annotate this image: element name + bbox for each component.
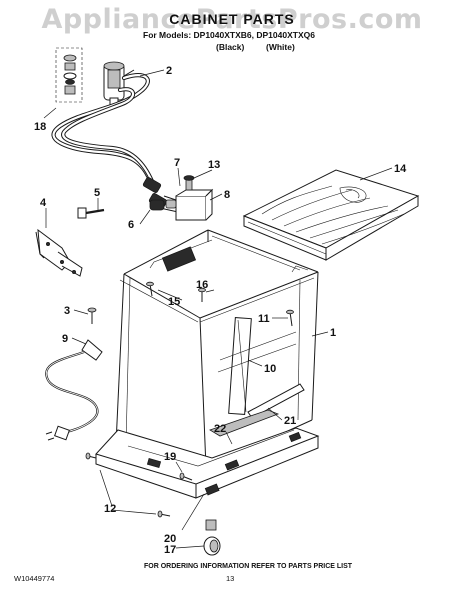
water-hoses <box>51 73 179 213</box>
doc-number: W10449774 <box>14 574 55 583</box>
screws <box>85 281 294 518</box>
caster-wheel <box>203 519 221 556</box>
color-black-label: (Black) <box>216 42 245 52</box>
cabinet-base <box>95 409 320 499</box>
callout-21: 21 <box>284 415 296 427</box>
callout-13: 13 <box>208 159 220 171</box>
watermark: AppliancePartsPros.com <box>41 4 423 35</box>
models-line: For Models: DP1040XTXB6, DP1040XTXQ6 <box>143 30 315 40</box>
callout-4: 4 <box>40 197 47 209</box>
faucet-adapter-parts <box>55 47 83 103</box>
callout-6: 6 <box>128 219 134 231</box>
hinge-bracket <box>35 228 83 277</box>
callout-3: 3 <box>64 305 70 317</box>
callout-2: 2 <box>166 65 172 77</box>
callout-9: 9 <box>62 333 68 345</box>
callout-11: 11 <box>258 313 270 325</box>
callout-20: 20 <box>164 533 176 545</box>
callout-22: 22 <box>214 423 226 435</box>
wood-top <box>242 169 420 261</box>
callout-15: 15 <box>168 296 180 308</box>
callout-5: 5 <box>94 187 100 199</box>
page-number: 13 <box>226 574 235 583</box>
callout-7: 7 <box>174 157 180 169</box>
tie-strap <box>77 207 105 219</box>
color-white-label: (White) <box>266 42 295 52</box>
callout-19: 19 <box>164 451 176 463</box>
page-title: CABINET PARTS <box>169 11 295 27</box>
callout-14: 14 <box>394 163 407 175</box>
drain-connector-parts <box>149 175 214 221</box>
callout-leaders <box>43 69 393 549</box>
callout-16: 16 <box>196 279 208 291</box>
ordering-note: FOR ORDERING INFORMATION REFER TO PARTS … <box>144 563 353 570</box>
callout-8: 8 <box>224 189 230 201</box>
callout-labels: 2 18 7 13 8 14 5 6 4 16 15 11 1 3 9 10 2… <box>34 65 407 556</box>
callout-17: 17 <box>164 544 176 556</box>
callout-1: 1 <box>330 327 336 339</box>
callout-10: 10 <box>264 363 276 375</box>
power-cord <box>45 339 103 441</box>
callout-18: 18 <box>34 121 46 133</box>
callout-12: 12 <box>104 503 116 515</box>
